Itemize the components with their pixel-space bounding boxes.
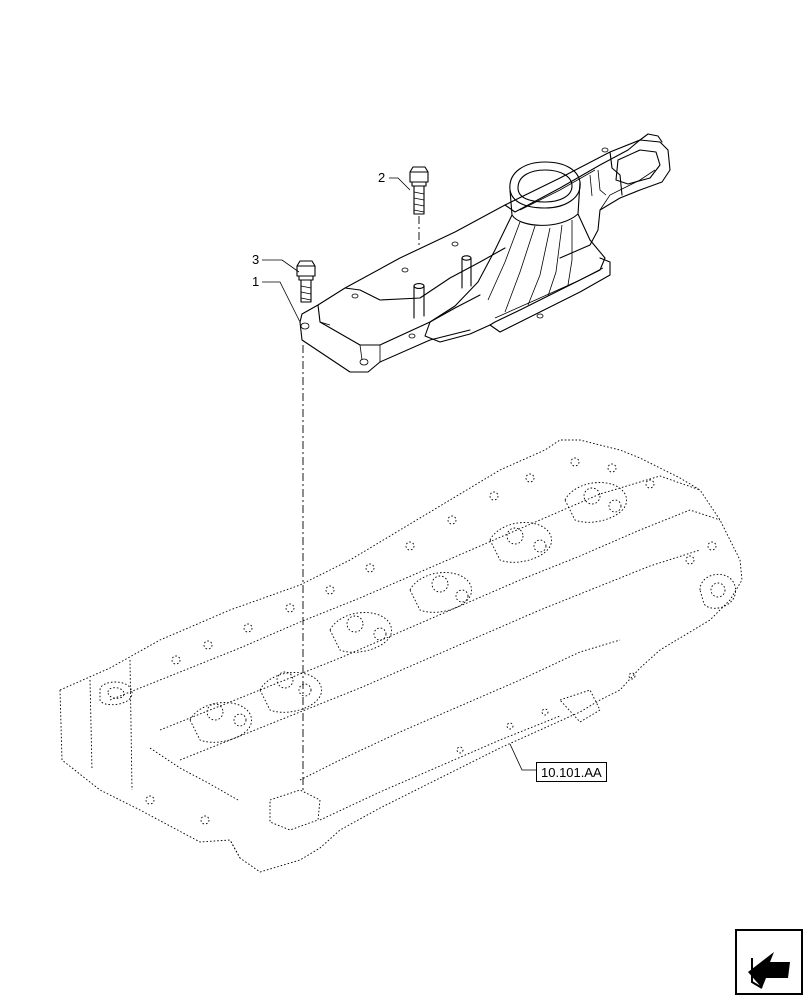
callout-2: 2 [378, 170, 386, 185]
leader-lines [262, 177, 536, 771]
bolt-3 [296, 260, 316, 303]
reference-box[interactable]: 10.101.AA [536, 762, 607, 782]
callout-1: 1 [252, 274, 260, 289]
bolt-2 [409, 166, 429, 215]
cylinder-head-phantom [59, 439, 743, 873]
callout-3: 3 [252, 252, 260, 267]
intake-manifold [299, 133, 671, 373]
alignment-lines [302, 216, 420, 790]
arrow-page-icon[interactable] [735, 929, 803, 995]
